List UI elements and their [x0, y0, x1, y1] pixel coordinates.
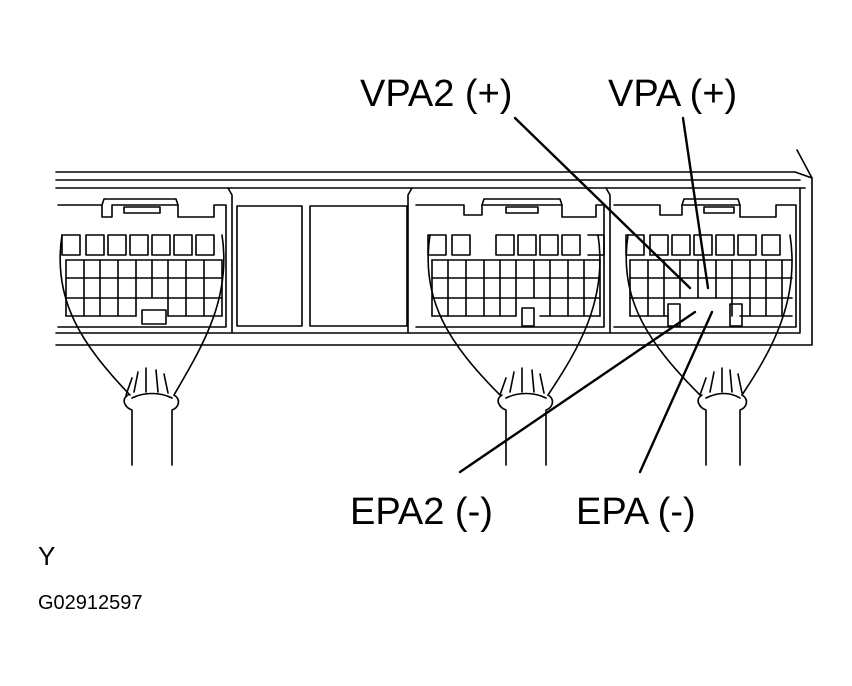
- label-epa: EPA (-): [576, 491, 696, 533]
- leader-vpa: [681, 116, 710, 290]
- label-epa2: EPA2 (-): [350, 491, 493, 533]
- leader-epa: [638, 310, 714, 474]
- connector-left: [57, 198, 227, 466]
- leader-lines: [458, 116, 714, 474]
- ecu-housing: [55, 149, 813, 346]
- label-vpa: VPA (+): [608, 73, 738, 115]
- blank-pads: [236, 205, 408, 327]
- connector-right: [613, 198, 797, 466]
- connector-middle: [415, 198, 605, 466]
- figure-code: G02912597: [38, 592, 143, 614]
- label-vpa2: VPA2 (+): [360, 73, 513, 115]
- leader-vpa2: [513, 116, 692, 290]
- connector-letter: Y: [38, 541, 56, 571]
- leader-epa2: [458, 310, 697, 474]
